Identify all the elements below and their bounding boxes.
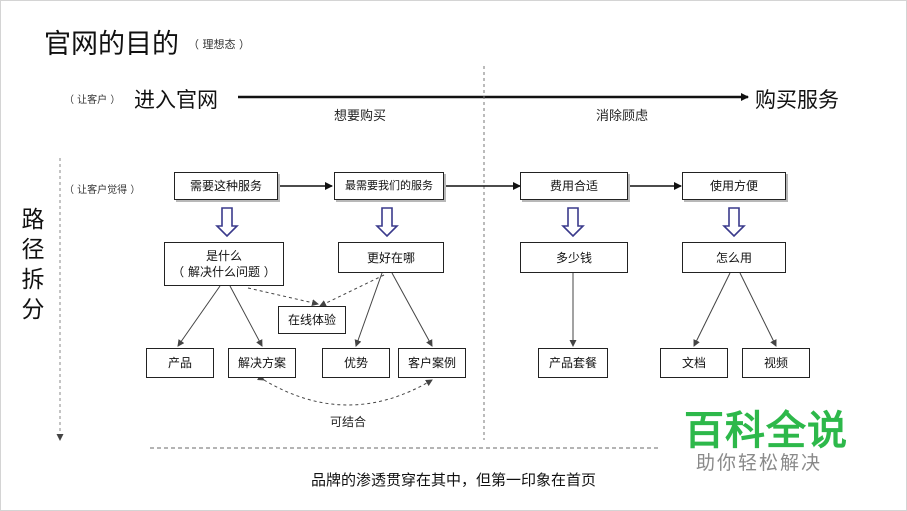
answer-product-package: 产品套餐	[538, 348, 608, 378]
link-how-video	[739, 272, 777, 347]
phase-label-want: 想要购买	[334, 109, 387, 124]
question-better-where: 更好在哪	[338, 242, 444, 273]
question-what: 是什么 （ 解决什么问题 ）	[164, 242, 284, 286]
combine-label: 可结合	[330, 415, 367, 429]
link-what-product	[177, 285, 221, 347]
question-how-use: 怎么用	[682, 242, 786, 273]
hollow-down-arrow	[215, 207, 746, 238]
link-better-advantage	[354, 272, 383, 347]
watermark-logo-text: 百科全说	[684, 408, 848, 454]
link-what-online	[247, 287, 319, 307]
link-what-solution	[229, 285, 263, 347]
combine-curve	[257, 373, 433, 406]
row2-label: （ 让客户觉得 ）	[64, 185, 141, 196]
answer-video: 视频	[742, 348, 810, 378]
answer-product: 产品	[146, 348, 214, 378]
stage-need-service: 需要这种服务	[174, 172, 278, 200]
answer-solution: 解决方案	[228, 348, 296, 378]
question-how-much: 多少钱	[520, 242, 628, 273]
stage-easy-use: 使用方便	[682, 172, 786, 200]
footer-caption: 品牌的渗透贯穿在其中，但第一印象在首页	[310, 471, 596, 489]
answer-document: 文档	[660, 348, 728, 378]
side-path-label: 路径拆分	[21, 207, 45, 323]
page-title: 官网的目的	[44, 29, 179, 60]
answer-customer-case: 客户案例	[398, 348, 466, 378]
answer-advantage: 优势	[322, 348, 390, 378]
stage-cost-fit: 费用合适	[520, 172, 628, 200]
answer-online-experience: 在线体验	[278, 306, 346, 334]
phase-label-worry: 消除顾虑	[596, 109, 649, 124]
link-better-case	[391, 272, 433, 347]
link-better-online	[319, 274, 385, 307]
watermark-slogan: 助你轻松解决	[696, 452, 823, 474]
link-how-doc	[693, 272, 731, 347]
stage-need-us: 最需要我们的服务	[334, 172, 444, 200]
row1-label: （ 让客户 ）	[64, 95, 121, 106]
flow-end-label: 购买服务	[755, 88, 839, 112]
page-title-note: （ 理想态 ）	[188, 38, 250, 51]
flow-start-label: 进入官网	[134, 88, 218, 112]
